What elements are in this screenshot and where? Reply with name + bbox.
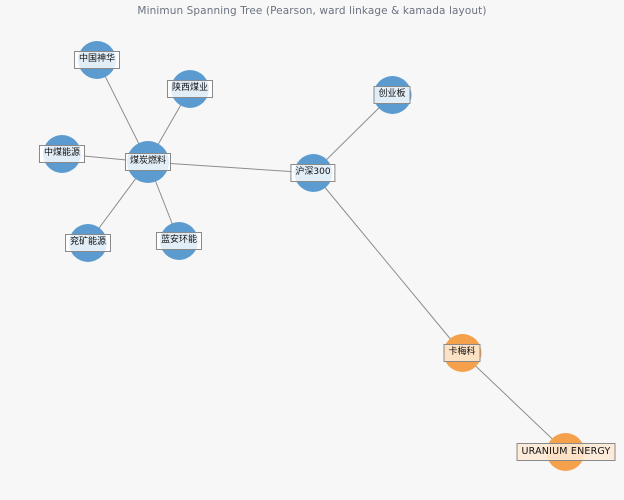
graph-node-chuangyeban[interactable]: 创业板 (372, 76, 411, 114)
node-label: 中国神华 (73, 51, 121, 69)
graph-edge (312, 172, 463, 354)
graph-node-hushen300[interactable]: 沪深300 (290, 154, 336, 192)
graph-node-yankuangnengyuan[interactable]: 兖矿能源 (64, 224, 112, 262)
chart-title: Minimun Spanning Tree (Pearson, ward lin… (137, 5, 487, 17)
graph-node-shanximeiye[interactable]: 陕西煤业 (166, 70, 214, 108)
node-label: 卡梅科 (443, 344, 481, 362)
node-label: 中煤能源 (38, 145, 86, 163)
graph-node-zhongguoshenhua[interactable]: 中国神华 (73, 41, 121, 79)
graph-node-meitanranliao[interactable]: 煤炭燃料 (124, 141, 172, 183)
node-label: 陕西煤业 (166, 80, 214, 98)
graph-node-zhongmeinengyuan[interactable]: 中煤能源 (38, 135, 86, 173)
node-label: 蓝安环能 (155, 232, 203, 250)
graph-edge (147, 161, 314, 174)
graph-node-kameike[interactable]: 卡梅科 (442, 334, 481, 372)
node-label: 煤炭燃料 (124, 153, 172, 171)
node-label: 沪深300 (290, 164, 336, 182)
graph-node-uranium_energy[interactable]: URANIUM ENERGY (516, 433, 616, 471)
graph-node-lananhuanneng[interactable]: 蓝安环能 (155, 222, 203, 260)
node-label: 兖矿能源 (64, 234, 112, 252)
graph-edge (461, 352, 567, 453)
node-label: URANIUM ENERGY (516, 443, 616, 461)
node-label: 创业板 (373, 86, 411, 104)
